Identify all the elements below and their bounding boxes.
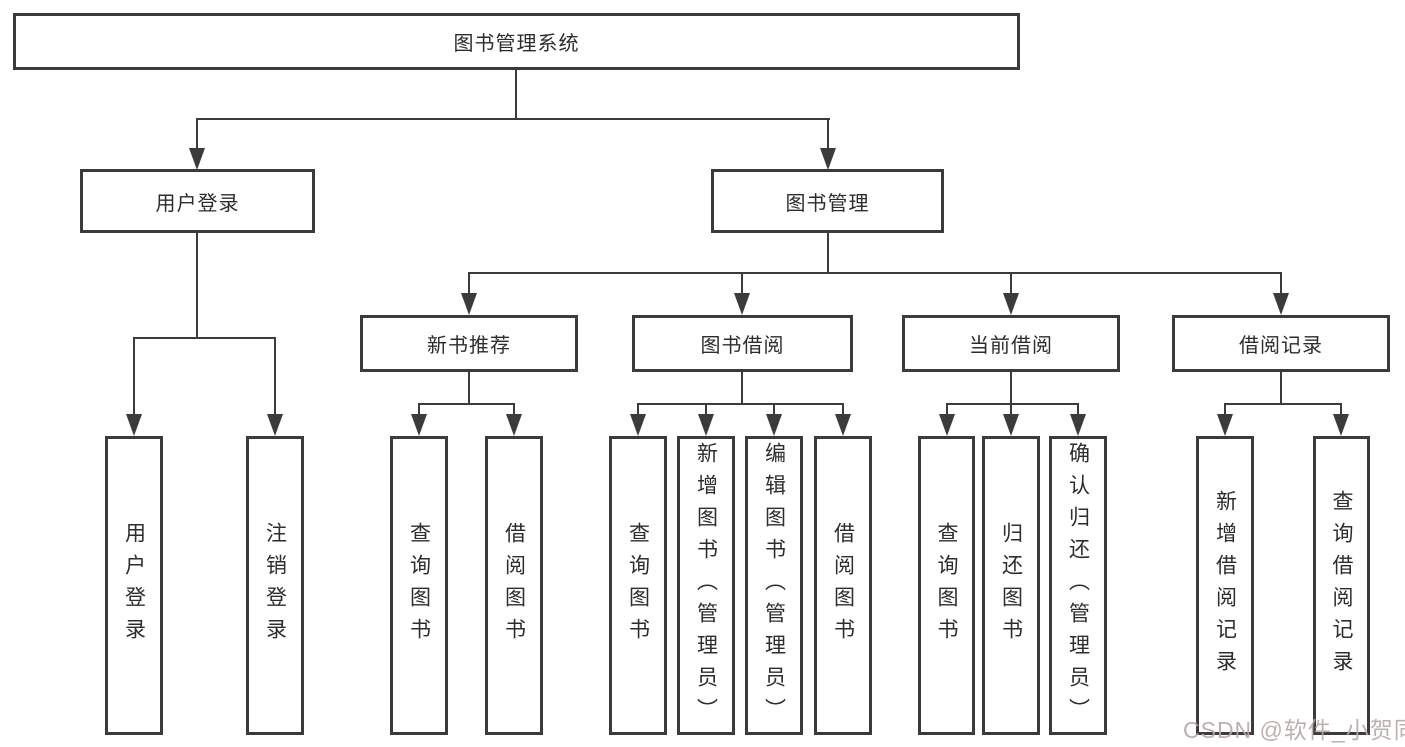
connector-line <box>1010 403 1012 417</box>
node-label: 图书管理系统 <box>453 33 580 55</box>
connector-line <box>513 403 515 417</box>
leaf-logout: 注销登录 <box>246 436 304 735</box>
leaf-borrow-books-recommend: 借阅图书 <box>485 436 543 735</box>
leaf-return-books: 归还图书 <box>982 436 1040 735</box>
connector-line <box>637 403 639 417</box>
node-borrowing-records: 借阅记录 <box>1172 315 1390 372</box>
node-label: 新书推荐 <box>427 335 511 357</box>
leaf-edit-books-admin: 编辑图书（管理员） <box>745 436 803 735</box>
connector-line <box>1224 403 1226 417</box>
arrow-down-icon <box>126 414 142 436</box>
connector-line <box>946 403 1079 405</box>
node-label: 用户登录 <box>155 192 240 215</box>
connector-line <box>515 70 517 119</box>
connector-line <box>741 272 743 296</box>
connector-line <box>1077 403 1079 417</box>
connector-line <box>827 118 829 152</box>
leaf-query-borrow-record: 查询借阅记录 <box>1313 436 1370 735</box>
node-label: 借阅记录 <box>1239 335 1323 357</box>
connector-line <box>196 118 198 152</box>
connector-line <box>418 403 420 417</box>
csdn-watermark: CSDN @软件_小贺同学 <box>1183 717 1405 743</box>
arrow-down-icon <box>630 414 646 436</box>
connector-line <box>705 403 707 417</box>
leaf-label: 查询图书 <box>626 521 650 650</box>
node-book-borrowing: 图书借阅 <box>632 315 853 372</box>
connector-line <box>827 233 829 274</box>
connector-line <box>196 233 198 338</box>
leaf-label: 借阅图书 <box>831 521 855 650</box>
arrow-down-icon <box>698 414 714 436</box>
node-label: 当前借阅 <box>969 335 1053 357</box>
leaf-label: 注销登录 <box>263 521 287 650</box>
leaf-query-books-borrowing: 查询图书 <box>609 436 667 735</box>
leaf-add-borrow-record: 新增借阅记录 <box>1196 436 1254 735</box>
arrow-down-icon <box>1273 293 1289 315</box>
connector-line <box>133 337 276 339</box>
arrow-down-icon <box>1333 414 1349 436</box>
arrow-down-icon <box>835 414 851 436</box>
connector-line <box>1280 372 1282 405</box>
connector-line <box>741 372 743 405</box>
arrow-down-icon <box>1070 414 1086 436</box>
leaf-label: 确认归还（管理员） <box>1066 441 1090 730</box>
connector-line <box>1010 372 1012 405</box>
arrow-down-icon <box>506 414 522 436</box>
arrow-down-icon <box>461 293 477 315</box>
leaf-query-books-current: 查询图书 <box>918 436 975 735</box>
connector-line <box>842 403 844 417</box>
connector-line <box>133 337 135 417</box>
arrow-down-icon <box>1217 414 1233 436</box>
leaf-label: 查询图书 <box>407 521 431 650</box>
connector-line <box>637 403 844 405</box>
connector-line <box>468 372 470 405</box>
leaf-label: 查询借阅记录 <box>1330 489 1353 682</box>
node-label: 图书借阅 <box>700 335 785 357</box>
leaf-label: 新增图书（管理员） <box>694 441 718 730</box>
connector-line <box>1280 272 1282 296</box>
arrow-down-icon <box>267 414 283 436</box>
connector-line <box>274 337 276 417</box>
leaf-user-login: 用户登录 <box>105 436 163 735</box>
arrow-down-icon <box>189 148 205 170</box>
connector-line <box>1224 403 1342 405</box>
leaf-label: 查询图书 <box>935 521 958 650</box>
connector-line <box>946 403 948 417</box>
node-book-management: 图书管理 <box>711 169 944 233</box>
arrow-down-icon <box>820 148 836 170</box>
leaf-label: 新增借阅记录 <box>1213 489 1237 682</box>
leaf-query-books-recommend: 查询图书 <box>390 436 448 735</box>
arrow-down-icon <box>766 414 782 436</box>
node-current-borrowing: 当前借阅 <box>902 315 1120 372</box>
connector-line <box>1340 403 1342 417</box>
arrow-down-icon <box>1003 414 1019 436</box>
leaf-confirm-return-admin: 确认归还（管理员） <box>1049 436 1107 735</box>
leaf-label: 归还图书 <box>999 521 1023 650</box>
arrow-down-icon <box>411 414 427 436</box>
leaf-label: 编辑图书（管理员） <box>762 441 786 730</box>
node-user-login: 用户登录 <box>80 169 315 233</box>
node-label: 图书管理 <box>785 192 870 215</box>
connector-line <box>1010 272 1012 296</box>
arrow-down-icon <box>939 414 955 436</box>
connector-line <box>418 403 515 405</box>
leaf-borrow-books-borrowing: 借阅图书 <box>814 436 872 735</box>
leaf-label: 借阅图书 <box>502 521 526 650</box>
connector-line <box>468 272 470 296</box>
arrow-down-icon <box>734 293 750 315</box>
connector-line <box>468 272 1282 274</box>
connector-line <box>773 403 775 417</box>
leaf-label: 用户登录 <box>122 521 146 650</box>
node-library-management-system: 图书管理系统 <box>13 13 1020 70</box>
node-new-book-recommend: 新书推荐 <box>360 315 578 372</box>
arrow-down-icon <box>1003 293 1019 315</box>
leaf-add-books-admin: 新增图书（管理员） <box>677 436 735 735</box>
connector-line <box>196 118 830 120</box>
